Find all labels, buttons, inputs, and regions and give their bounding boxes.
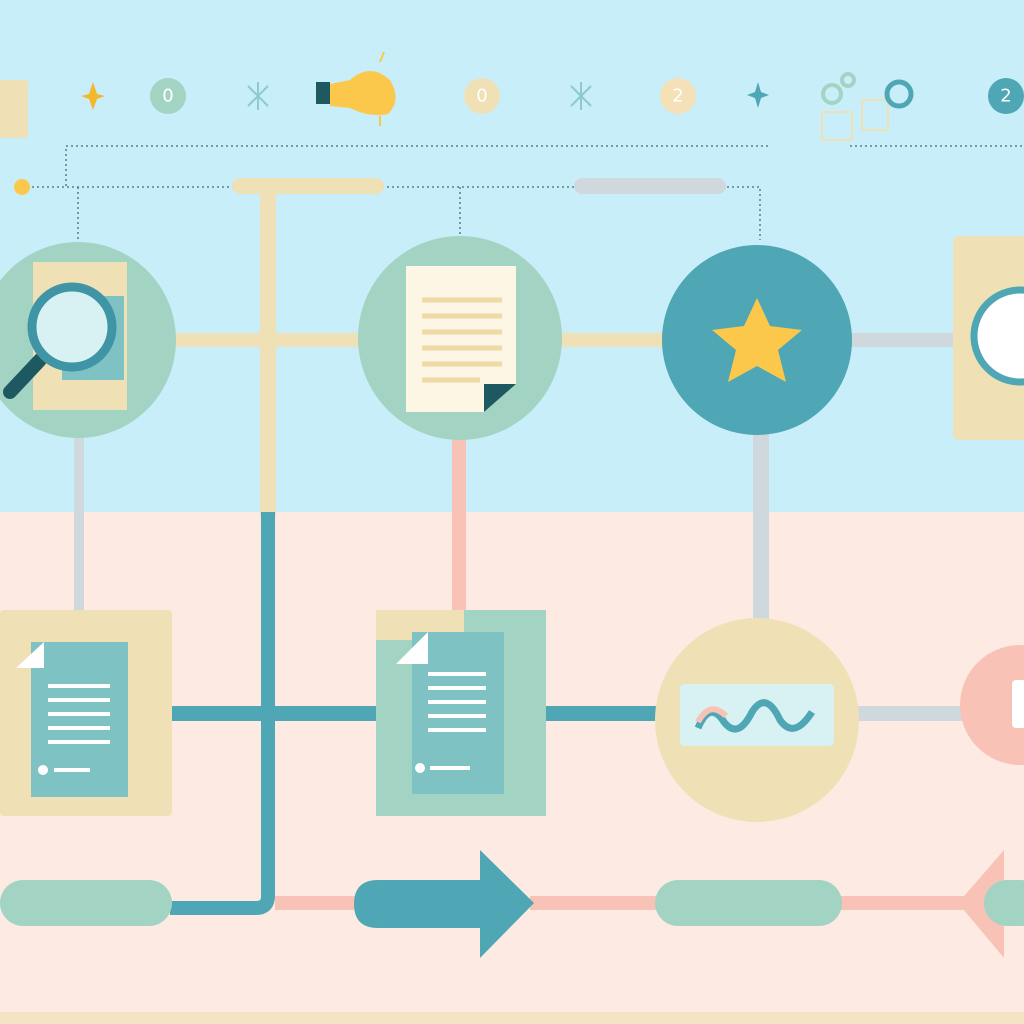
top-icon-row: 0 0 2 2 — [0, 51, 1024, 141]
pill-middle — [655, 880, 842, 926]
gears-icon — [821, 72, 889, 141]
asterisk-icon — [247, 82, 269, 110]
node-list-middle[interactable] — [376, 610, 546, 816]
node-document[interactable] — [358, 236, 562, 440]
top-bar-sand — [232, 178, 384, 194]
arrow-right-icon — [354, 850, 534, 958]
badge-0: 0 — [150, 78, 186, 114]
asterisk-icon — [570, 82, 592, 110]
magnifier-icon — [3, 282, 117, 399]
pill-end — [984, 880, 1024, 926]
start-dot — [14, 179, 30, 195]
badge-2: 2 — [660, 78, 696, 114]
star-icon — [712, 298, 802, 382]
clock-icon — [970, 286, 1024, 386]
badge-1: 0 — [464, 78, 500, 114]
note-icon — [0, 80, 28, 138]
node-star[interactable] — [662, 245, 852, 435]
badge-label: 2 — [672, 86, 683, 107]
node-list-left[interactable] — [0, 610, 172, 816]
arrow-left-icon — [958, 850, 1004, 958]
node-search[interactable] — [0, 242, 176, 438]
bottom-strip — [0, 1012, 1024, 1024]
badge-label: 2 — [1000, 86, 1011, 107]
top-bar-grey — [574, 178, 726, 194]
pill-start — [0, 880, 172, 926]
sparkle-icon — [81, 82, 105, 110]
sparkle-icon — [747, 82, 769, 108]
document-icon — [406, 266, 516, 412]
lightbulb-icon — [316, 51, 396, 126]
node-chart[interactable] — [655, 618, 859, 822]
badge-3: 2 — [988, 78, 1024, 114]
node-partial[interactable] — [960, 645, 1024, 765]
badge-label: 0 — [162, 86, 173, 107]
chart-wave-icon — [694, 699, 815, 733]
ring-icon — [884, 79, 914, 109]
connector-lines — [74, 186, 970, 915]
node-clock[interactable] — [953, 236, 1024, 440]
badge-label: 0 — [476, 86, 487, 107]
